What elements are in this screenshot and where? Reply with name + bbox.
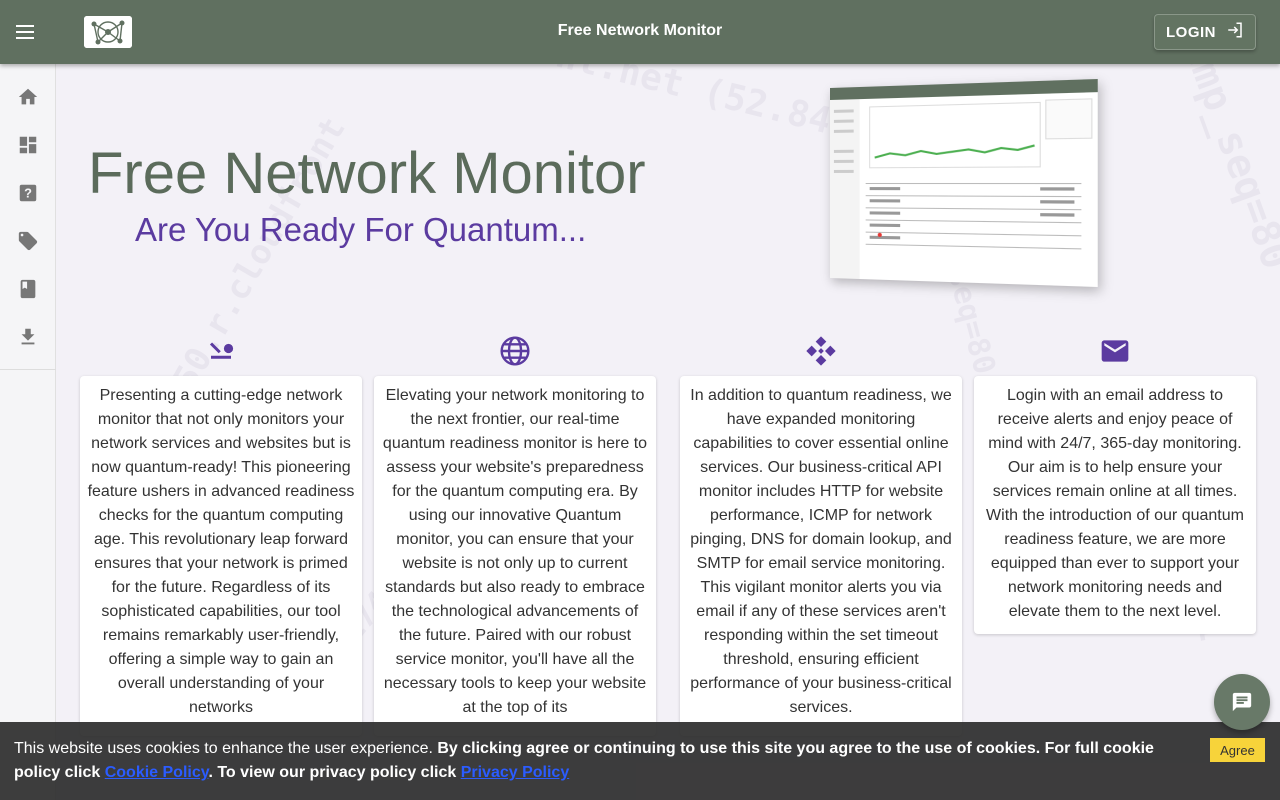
- feature-text: Elevating your network monitoring to the…: [382, 387, 648, 716]
- sidebar-item-docs[interactable]: [16, 277, 40, 301]
- feature-text: Presenting a cutting-edge network monito…: [87, 387, 355, 716]
- sidebar: ?: [0, 64, 56, 800]
- sidebar-item-home[interactable]: [16, 85, 40, 109]
- menu-icon[interactable]: [10, 16, 40, 48]
- dashboard-icon: [19, 136, 37, 154]
- dashboard-preview-image: [830, 78, 1098, 288]
- login-label: LOGIN: [1166, 23, 1216, 41]
- app-bar: Free Network Monitor LOGIN: [0, 0, 1280, 64]
- hero-title: Free Network Monitor: [88, 141, 646, 206]
- sidebar-item-download[interactable]: [16, 325, 40, 349]
- sidebar-divider: [0, 369, 56, 370]
- cookie-banner: This website uses cookies to enhance the…: [0, 722, 1280, 800]
- privacy-policy-link[interactable]: Privacy Policy: [460, 764, 570, 781]
- feature-text: In addition to quantum readiness, we hav…: [690, 387, 952, 716]
- cookie-text-bold: By clicking agree or continuing to use t…: [14, 740, 1154, 781]
- cookie-text-bold-2: . To view our privacy policy click: [208, 764, 461, 781]
- sidebar-item-tags[interactable]: [16, 229, 40, 253]
- feature-card-quantum-ready: Presenting a cutting-edge network monito…: [80, 376, 362, 736]
- download-arrow-icon: [204, 334, 238, 368]
- app-logo[interactable]: [84, 16, 132, 48]
- agree-button[interactable]: Agree: [1210, 738, 1265, 762]
- feature-text: Login with an email address to receive a…: [986, 387, 1244, 620]
- sidebar-item-dashboard[interactable]: [16, 133, 40, 157]
- download-icon: [21, 328, 35, 345]
- cookie-policy-link[interactable]: Cookie Policy: [104, 764, 209, 781]
- help-icon: ?: [19, 184, 37, 202]
- feature-card-email-alerts: Login with an email address to receive a…: [974, 376, 1256, 634]
- cookie-text-plain: This website uses cookies to enhance the…: [14, 740, 438, 757]
- api-icon: [804, 334, 838, 368]
- chat-button[interactable]: [1214, 674, 1270, 730]
- tag-icon: [18, 231, 38, 251]
- email-icon: [1098, 334, 1132, 368]
- chat-icon: [1232, 692, 1252, 712]
- globe-icon: [498, 334, 532, 368]
- feature-card-service-monitoring: In addition to quantum readiness, we hav…: [680, 376, 962, 736]
- login-icon: [1226, 21, 1244, 43]
- login-button[interactable]: LOGIN: [1154, 14, 1256, 50]
- sidebar-item-help[interactable]: ?: [16, 181, 40, 205]
- svg-text:?: ?: [24, 186, 32, 201]
- hero-subtitle: Are You Ready For Quantum...: [135, 211, 587, 248]
- app-title: Free Network Monitor: [557, 22, 723, 39]
- cookie-message: This website uses cookies to enhance the…: [14, 737, 1194, 785]
- book-icon: [20, 279, 36, 299]
- feature-card-quantum-monitor: Elevating your network monitoring to the…: [374, 376, 656, 736]
- home-icon: [18, 88, 38, 105]
